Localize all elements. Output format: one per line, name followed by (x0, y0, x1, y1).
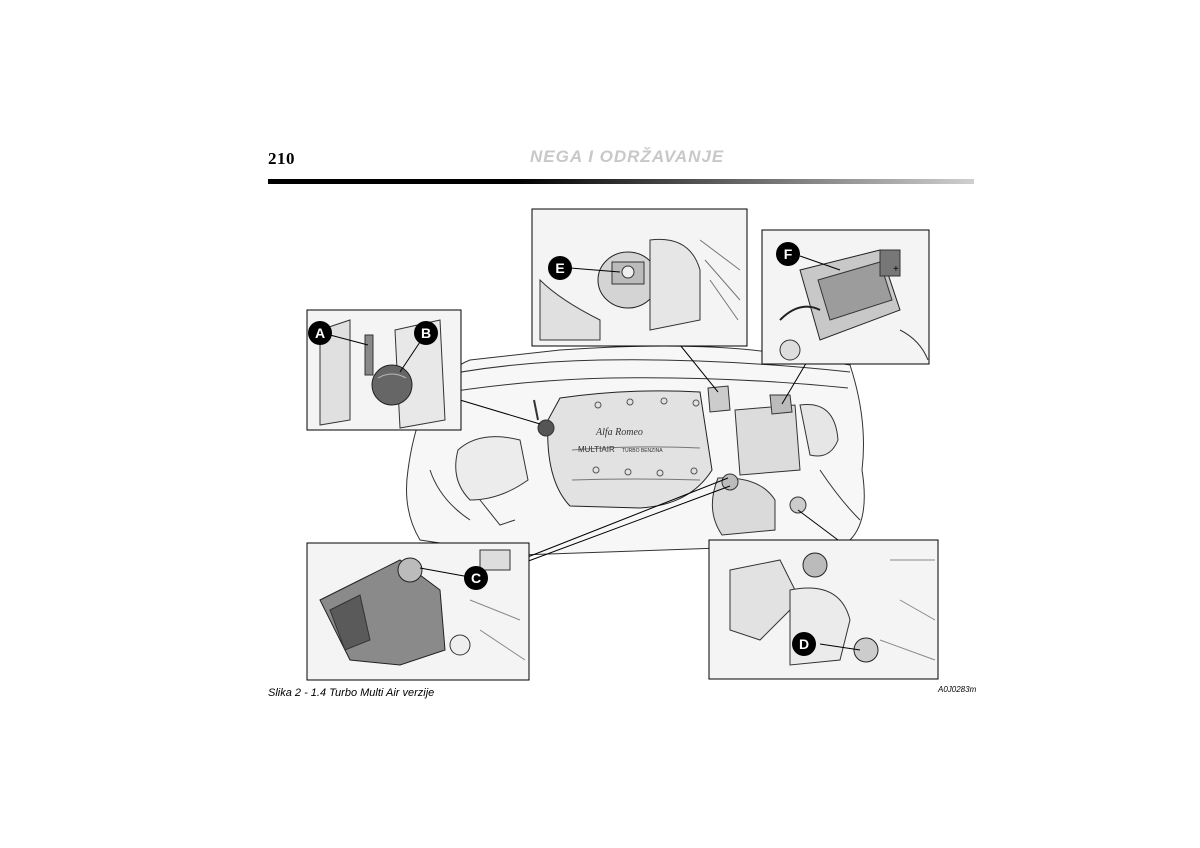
header-rule (268, 179, 974, 184)
callout-a-label: A (315, 325, 325, 341)
inset-coolant (306, 542, 530, 681)
engine-cover-multiair: MULTIAIR (578, 445, 615, 454)
section-title: NEGA I ODRŽAVANJE (530, 147, 725, 166)
callout-e-label: E (555, 260, 564, 276)
inset-brake-fluid (531, 208, 748, 347)
figure-caption: Slika 2 - 1.4 Turbo Multi Air verzije (268, 687, 435, 699)
callout-a-badge: A (308, 321, 332, 345)
page-number: 210 (268, 149, 295, 168)
engine-cover-turbo-benzina: TURBO BENZINA (622, 448, 663, 454)
callout-d-label: D (799, 636, 809, 652)
callout-f-label: F (784, 246, 793, 262)
callout-d-badge: D (792, 632, 816, 656)
engine-cover-brand: Alfa Romeo (595, 427, 643, 438)
callout-c-badge: C (464, 566, 488, 590)
inset-oil-dipstick-filler (306, 309, 462, 431)
engine-bay-illustration (406, 345, 865, 556)
battery-plus-symbol: + (893, 264, 899, 275)
callout-b-badge: B (414, 321, 438, 345)
callout-c-label: C (471, 570, 481, 586)
inset-washer (708, 539, 939, 680)
callout-f-badge: F (776, 242, 800, 266)
callout-b-label: B (421, 325, 431, 341)
figure-code: A0J0283m (938, 685, 977, 694)
callout-e-badge: E (548, 256, 572, 280)
